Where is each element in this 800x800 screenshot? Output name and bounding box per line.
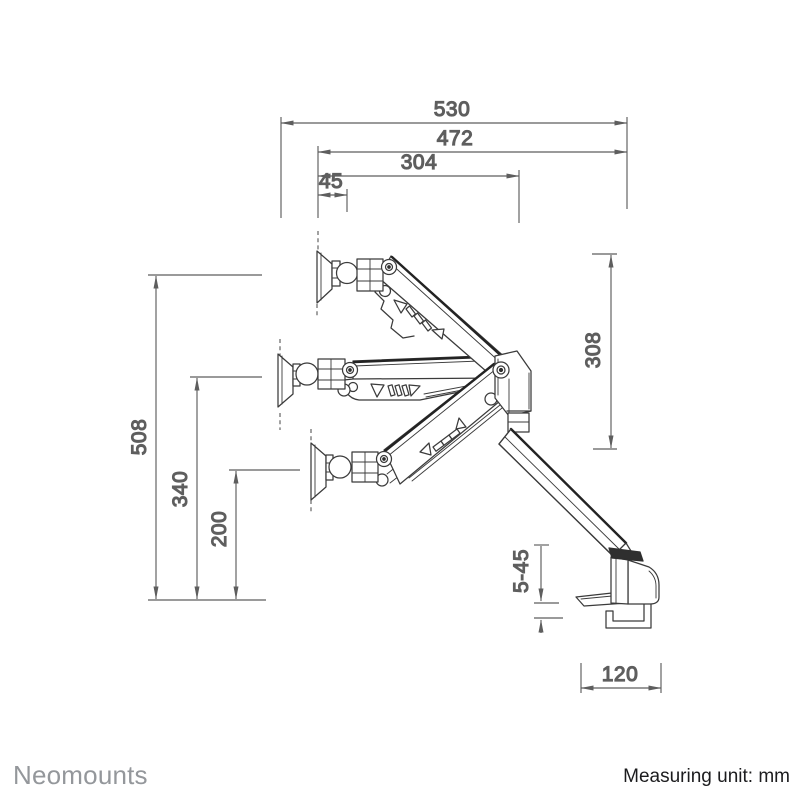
- measuring-unit-label: Measuring unit: mm: [623, 766, 790, 787]
- ball-joint-top: [335, 261, 359, 285]
- ball-joint-bottom: [328, 455, 352, 479]
- monitor-arm-drawing: [277, 250, 660, 629]
- dimension-label-200: 200: [208, 511, 231, 548]
- technical-drawing: 530 472 304 45 508 340 200 308 5-45 120: [127, 97, 662, 693]
- dimension-label-340: 340: [169, 471, 192, 508]
- main-pivot: [492, 361, 510, 379]
- vesa-head-middle: [277, 353, 359, 408]
- dimension-label-5-45: 5-45: [510, 549, 533, 593]
- brand-logo: Neomounts: [13, 760, 148, 790]
- dimension-label-45: 45: [319, 170, 343, 193]
- dimension-lines: [153, 120, 662, 691]
- dimension-label-530: 530: [434, 98, 471, 121]
- extension-lines: [148, 117, 662, 693]
- vesa-plate-bottom: [310, 442, 327, 501]
- clamp-body: [627, 559, 660, 605]
- gas-spring-cover-top: [374, 280, 415, 339]
- dimension-label-472: 472: [437, 127, 474, 150]
- dimension-layer: 530 472 304 45 508 340 200 308 5-45 120: [127, 97, 662, 693]
- riser-neck: [507, 412, 530, 433]
- dimension-label-308: 308: [582, 332, 605, 369]
- dimension-labels: 530 472 304 45 508 340 200 308 5-45 120: [127, 97, 639, 686]
- clamp-cap: [608, 547, 644, 562]
- desk-clamp: [575, 547, 660, 629]
- vesa-head-bottom: [310, 442, 393, 501]
- arm-position-bottom: [375, 362, 513, 487]
- vesa-head-top: [316, 250, 398, 304]
- clamp-bottom-jaw: [605, 602, 652, 629]
- clamp-post: [610, 556, 629, 605]
- vesa-plate-middle: [277, 353, 294, 408]
- dimension-label-304: 304: [401, 151, 438, 174]
- ball-joint-middle: [295, 362, 319, 386]
- forearm: [498, 427, 632, 559]
- clevis-bracket-middle: [317, 358, 346, 390]
- dimension-label-508: 508: [128, 419, 151, 456]
- vesa-plate-top: [316, 250, 333, 304]
- dimension-label-120: 120: [602, 663, 639, 686]
